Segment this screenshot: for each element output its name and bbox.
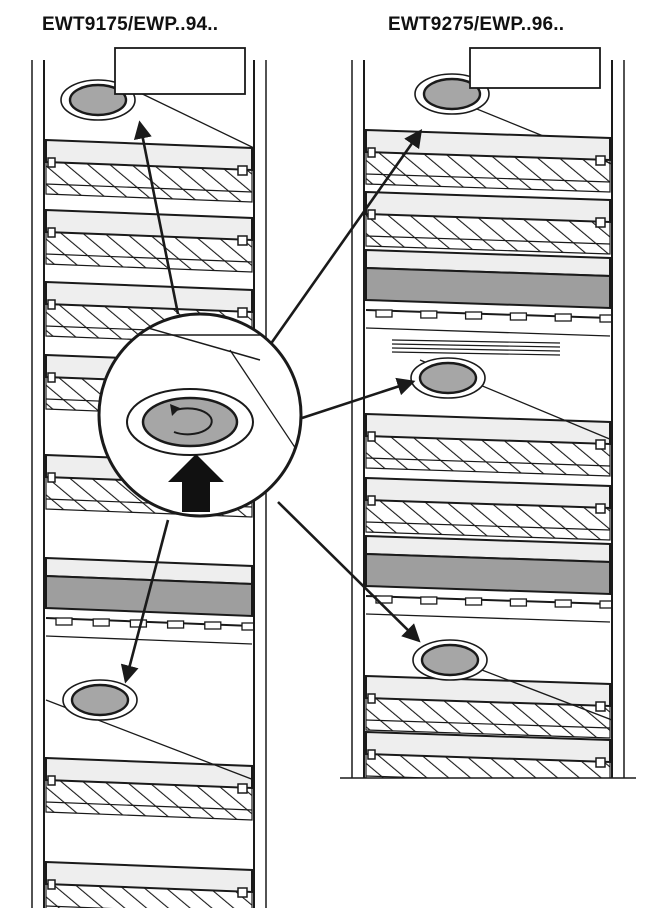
drawer (365, 534, 612, 623)
rotate-icon (173, 407, 213, 436)
cabinet-right (340, 47, 636, 779)
wine-shelf (365, 476, 611, 541)
vent-grille (391, 339, 561, 356)
wine-shelf (45, 756, 253, 821)
fan-button (412, 639, 488, 681)
wine-shelf (365, 730, 611, 778)
wine-shelf (45, 208, 253, 273)
drawer (45, 556, 254, 645)
press-arrow-icon (168, 454, 224, 512)
wine-shelf (365, 412, 611, 477)
model-label-left: EWT9175/EWP..94.. (42, 14, 219, 35)
wine-shelf (365, 128, 611, 193)
pointer-arrows (120, 120, 423, 684)
fan-button (62, 679, 138, 721)
wine-shelf (365, 674, 611, 739)
cabinet-right-interior (365, 73, 612, 778)
arrow-icon (268, 129, 423, 346)
wine-shelf (365, 190, 611, 255)
wine-shelf (45, 138, 253, 203)
rotate-button (126, 388, 254, 456)
arrow-icon (120, 519, 170, 684)
drawer (365, 248, 612, 337)
model-label-right: EWT9275/EWP..96.. (388, 14, 565, 35)
fan-button (410, 357, 486, 399)
zoom-detail-circle (97, 312, 303, 518)
arrow-icon (301, 377, 416, 420)
wine-shelf (45, 860, 253, 908)
fan-button (414, 73, 490, 115)
arrow-icon (277, 501, 421, 643)
arrow-icon (133, 120, 180, 315)
